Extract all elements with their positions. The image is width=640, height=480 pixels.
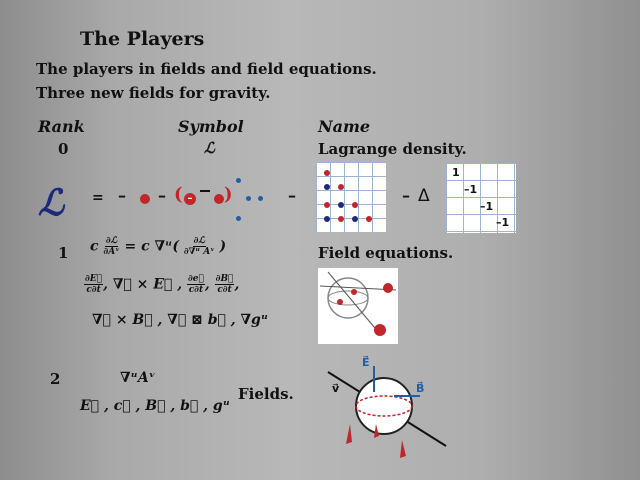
- red-dot-icon: [366, 216, 372, 222]
- num: ∂E⃗: [84, 274, 104, 285]
- derived-quantities-line-2: ∇⃗ × B⃗ , ∇⃗ ⊠ b⃗ , ∇gᵘ: [92, 312, 269, 328]
- subtitle-line-2: Three new fields for gravity.: [36, 84, 271, 102]
- name-field-equations: Field equations.: [318, 244, 454, 262]
- label-E: E⃗: [362, 356, 370, 369]
- field-sphere-svg: [327, 366, 447, 458]
- red-dot-icon: [338, 216, 344, 222]
- red-dot-icon: [324, 170, 330, 176]
- den: c∂t: [188, 285, 204, 295]
- minus-sign-2: –: [158, 186, 166, 205]
- field-list: E⃗ , c⃗ , B⃗ , b⃗ , gᵘ: [80, 398, 230, 414]
- navy-dot-icon: [338, 202, 344, 208]
- eq-close: ): [219, 238, 227, 255]
- rank-1: 1: [58, 244, 69, 262]
- den: c∂t: [217, 285, 232, 295]
- lagrangian-script-symbol: ℒ: [38, 182, 64, 224]
- eq-rhs-fraction: ∂ℒ ∂∇ᵘ Aᵛ: [184, 236, 215, 257]
- matrix-entry: 1: [452, 166, 460, 179]
- red-dot-icon: [140, 194, 150, 204]
- num: ∂B⃗: [214, 274, 235, 285]
- header-name: Name: [318, 117, 371, 136]
- sphere-svg: [319, 271, 397, 336]
- header-rank: Rank: [38, 117, 85, 136]
- num: ∂e⃗: [186, 274, 205, 285]
- red-dot-icon: [338, 184, 344, 190]
- eq-rhs-den: ∂∇ᵘ Aᵛ: [183, 247, 215, 257]
- frac-dE-dt: ∂E⃗c∂t: [84, 274, 104, 295]
- comma: ,: [204, 276, 210, 293]
- minus-sign-4: –: [402, 186, 410, 205]
- minus-sign-1: –: [118, 186, 126, 205]
- paren-close: ): [224, 184, 233, 205]
- equals-sign: =: [92, 190, 104, 206]
- red-dot-icon: [214, 194, 224, 204]
- subtitle-line-1: The players in fields and field equation…: [36, 60, 377, 78]
- eq-lhs-num: ∂ℒ: [104, 236, 119, 247]
- eq-c: c: [90, 238, 99, 255]
- derived-quantities-line-1: ∂E⃗c∂t, ∇⃗ × E⃗ , ∂e⃗c∂t, ∂B⃗c∂t,: [84, 274, 239, 295]
- eq-rhs-num: ∂ℒ: [192, 236, 206, 247]
- field-sphere-figure: E⃗ B⃗ v⃗: [322, 352, 448, 470]
- minus-charge-icon: –: [184, 193, 196, 205]
- gradient-A-tensor: ∇ᵘAᵛ: [120, 370, 156, 386]
- navy-dot-icon: [352, 216, 358, 222]
- comma: ,: [234, 276, 240, 293]
- header-symbol: Symbol: [178, 117, 244, 136]
- eq-middle: = c ∇ᵘ(: [124, 238, 179, 255]
- label-B: B⃗: [416, 382, 425, 395]
- eq-lhs-den: ∂Aᵛ: [103, 247, 120, 257]
- dash-mark: [200, 190, 210, 192]
- rank-2: 2: [50, 370, 61, 388]
- field-equation: c ∂ℒ ∂Aᵛ = c ∇ᵘ( ∂ℒ ∂∇ᵘ Aᵛ ): [90, 236, 226, 257]
- matrix-entry: –1: [496, 216, 510, 229]
- name-fields: Fields.: [238, 385, 294, 403]
- matrix-entry: –1: [480, 200, 494, 213]
- navy-dot-icon: [324, 216, 330, 222]
- blue-dot-icon: [246, 196, 251, 201]
- charge-sphere-figure: [318, 268, 398, 344]
- blue-dot-icon: [258, 196, 263, 201]
- red-dot-icon: [324, 202, 330, 208]
- navy-dot-icon: [324, 184, 330, 190]
- eq-lhs-fraction: ∂ℒ ∂Aᵛ: [103, 236, 119, 257]
- dot-grid-figure: [316, 162, 386, 232]
- blue-dot-icon: [236, 178, 241, 183]
- curl-E: , ∇⃗ × E⃗ ,: [103, 276, 183, 293]
- slide-title: The Players: [80, 28, 205, 50]
- label-v: v⃗: [332, 382, 340, 395]
- frac-de-dt: ∂e⃗c∂t: [186, 274, 205, 295]
- red-dot-icon: [352, 202, 358, 208]
- metric-matrix-figure: 1 –1 –1 –1: [446, 163, 516, 233]
- minus-sign-3: –: [288, 186, 296, 205]
- symbol-lagrangian: ℒ: [204, 139, 215, 157]
- blue-dot-icon: [236, 216, 241, 221]
- paren-open: (: [174, 184, 183, 205]
- name-lagrange-density: Lagrange density.: [318, 140, 467, 158]
- matrix-entry: –1: [464, 183, 478, 196]
- rank-0: 0: [58, 140, 69, 158]
- delta-symbol: Δ: [418, 186, 430, 206]
- frac-dB-dt: ∂B⃗c∂t: [214, 274, 235, 295]
- den: c∂t: [86, 285, 101, 295]
